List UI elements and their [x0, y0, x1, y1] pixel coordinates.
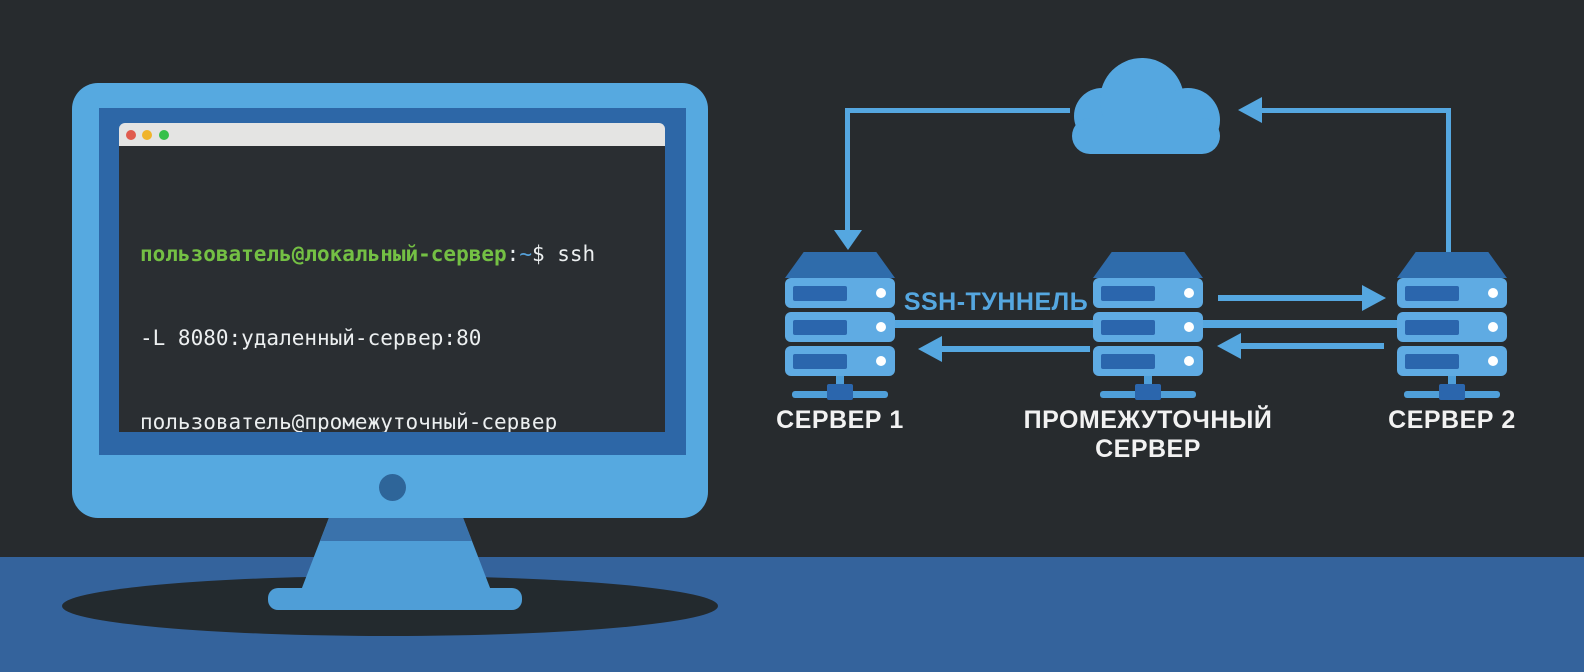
command-text: ssh: [544, 242, 596, 266]
status-led-icon: [1184, 322, 1194, 332]
server-unit: [785, 312, 895, 342]
server-2-label: СЕРВЕР 2: [1388, 406, 1516, 434]
status-led-icon: [1488, 322, 1498, 332]
server-unit: [1093, 312, 1203, 342]
drive-slot: [793, 286, 847, 301]
drive-slot: [1405, 320, 1459, 335]
ssh-tunnel-label: SSH-ТУННЕЛЬ: [903, 288, 1089, 316]
arrow-line-intermediate-to-server1: [938, 346, 1090, 352]
status-led-icon: [876, 288, 886, 298]
drive-slot: [1101, 354, 1155, 369]
maximize-button-icon[interactable]: [159, 130, 169, 140]
monitor-logo-dot: [379, 474, 406, 501]
status-led-icon: [876, 322, 886, 332]
server-2-icon: [1397, 252, 1507, 402]
server2-to-cloud-line-horizontal: [1258, 108, 1451, 113]
intermediate-server-label: ПРОМЕЖУТОЧНЫЙ СЕРВЕР: [1018, 406, 1278, 464]
close-button-icon[interactable]: [126, 130, 136, 140]
server-lid: [1093, 252, 1203, 278]
server-unit: [785, 346, 895, 376]
terminal-text: пользователь@локальный-сервер:~$ ssh -L …: [140, 184, 633, 432]
intermediate-server-label-line1: ПРОМЕЖУТОЧНЫЙ: [1023, 406, 1273, 434]
terminal-titlebar: [119, 123, 665, 146]
server-unit: [1093, 346, 1203, 376]
status-led-icon: [1184, 288, 1194, 298]
minimize-button-icon[interactable]: [142, 130, 152, 140]
prompt-symbol: $: [531, 242, 545, 266]
command-line: -L 8080:удаленный-сервер:80: [140, 326, 482, 350]
server-1-icon: [785, 252, 895, 402]
server-network-node: [1135, 384, 1161, 400]
terminal-body: пользователь@локальный-сервер:~$ ssh -L …: [119, 146, 665, 432]
arrow-left-icon: [1238, 97, 1262, 123]
tunnel-line-intermediate-server2: [1200, 320, 1398, 328]
server-lid: [785, 252, 895, 278]
server-unit: [1397, 312, 1507, 342]
prompt-path: ~: [519, 242, 532, 266]
intermediate-server-icon: [1093, 252, 1203, 402]
drive-slot: [1101, 286, 1155, 301]
monitor-stand-base: [268, 588, 522, 610]
prompt-user-host: пользователь@локальный-сервер: [140, 242, 507, 266]
intermediate-server-label-line2: СЕРВЕР: [1095, 435, 1201, 463]
arrow-right-icon: [1362, 285, 1386, 311]
terminal-window: пользователь@локальный-сервер:~$ ssh -L …: [119, 123, 665, 432]
server-lid: [1397, 252, 1507, 278]
server2-to-cloud-line-vertical: [1446, 108, 1451, 254]
drive-slot: [1405, 354, 1459, 369]
server-unit: [785, 278, 895, 308]
status-led-icon: [1184, 356, 1194, 366]
cloud-to-server1-line-horizontal: [845, 108, 1070, 113]
cloud-to-server1-line-vertical: [845, 108, 850, 232]
server-1-label: СЕРВЕР 1: [776, 406, 904, 434]
internet-cloud-icon: [1072, 58, 1220, 154]
prompt-line: пользователь@локальный-сервер:~$ ssh: [140, 240, 633, 268]
server-unit: [1093, 278, 1203, 308]
tunnel-line-server1-intermediate: [895, 320, 1093, 328]
drive-slot: [793, 354, 847, 369]
status-led-icon: [1488, 288, 1498, 298]
drive-slot: [793, 320, 847, 335]
server-network-node: [827, 384, 853, 400]
arrow-down-icon: [834, 230, 862, 250]
command-line: пользователь@промежуточный-сервер: [140, 410, 558, 432]
server-unit: [1397, 278, 1507, 308]
drive-slot: [1101, 320, 1155, 335]
drive-slot: [1405, 286, 1459, 301]
prompt-separator: :: [506, 242, 520, 266]
server-network-node: [1439, 384, 1465, 400]
status-led-icon: [876, 356, 886, 366]
status-led-icon: [1488, 356, 1498, 366]
arrow-line-server2-to-intermediate: [1237, 343, 1384, 349]
monitor-stand-neck-shadow: [320, 515, 472, 541]
server-unit: [1397, 346, 1507, 376]
arrow-line-intermediate-to-server2: [1218, 295, 1366, 301]
